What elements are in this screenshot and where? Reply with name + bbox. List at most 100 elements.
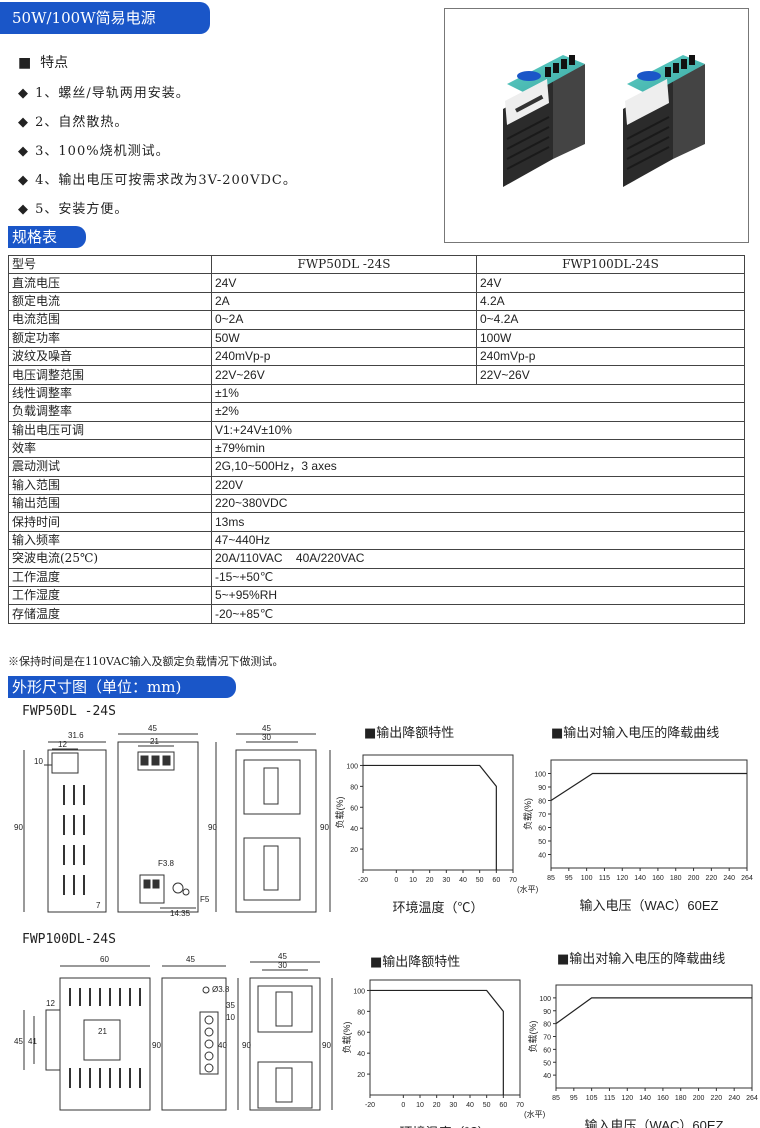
dim-label: 12 [58,740,67,749]
plot-frame [362,754,514,871]
x-tick-label: 20 [433,1102,441,1109]
x-tick-label: 0 [394,877,398,884]
y-tick-label: 90 [543,1009,551,1016]
x-tick-label: 120 [621,1095,633,1102]
feature-item: ◆ 4、输出电压可按需求改为3V-200VDC。 [18,173,297,188]
x-tick-label: 85 [552,1095,560,1102]
x-axis-note: (水平) [524,1109,546,1119]
x-tick-label: 70 [509,877,517,884]
x-tick-label: 180 [670,875,682,882]
dim-label: 90 [152,1041,161,1050]
x-tick-label: 220 [711,1095,723,1102]
diamond-icon: ◆ [18,173,29,188]
y-tick-label: 90 [538,785,546,792]
table-row: 负载调整率±2% [8,402,745,422]
x-axis-label: 环境温度（℃） [392,900,483,915]
model-label: FWP100DL-24S [22,932,116,947]
table-row: 存储温度-20~+85℃ [8,604,745,624]
dim-label: 7 [96,901,101,910]
chart-title: ■输出降额特性 [364,726,455,741]
y-tick-label: 80 [350,784,358,791]
y-tick-label: 70 [538,812,546,819]
diamond-icon: ◆ [18,86,29,101]
dim-label: 35 [226,1001,235,1010]
dim-label: 12 [46,999,55,1008]
dim-label: 45 [14,1037,23,1046]
y-tick-label: 60 [543,1047,551,1054]
y-axis-label: 负载(%) [522,798,533,830]
x-tick-label: 180 [675,1095,687,1102]
x-tick-label: 20 [426,877,434,884]
y-tick-label: 100 [534,772,546,779]
x-tick-label: 105 [586,1095,598,1102]
x-tick-label: 264 [746,1095,758,1102]
dim-label: 10 [226,1013,235,1022]
dim-label: 41 [28,1037,37,1046]
model-label: FWP50DL -24S [22,704,116,719]
table-row: 效率±79%min [8,438,745,459]
dimension-heading: 外形尺寸图（单位：mm) [8,676,236,698]
x-tick-label: -20 [358,877,368,884]
plot-frame [555,984,753,1089]
dim-label: 60 [100,955,109,964]
power-supply-unit [503,55,585,187]
dim-label: 21 [98,1027,107,1036]
y-tick-label: 40 [350,826,358,833]
dim-label: 30 [278,961,287,970]
y-axis-label: 负载(%) [334,797,345,829]
x-tick-label: 60 [499,1102,507,1109]
y-tick-label: 60 [357,1030,365,1037]
product-photo [444,8,749,243]
y-tick-label: 100 [346,763,358,770]
x-tick-label: 115 [599,875,610,882]
dim-label: 21 [150,737,159,746]
y-tick-label: 40 [538,853,546,860]
y-tick-label: 80 [538,799,546,806]
x-tick-label: 40 [466,1102,474,1109]
dim-label: 90 [14,823,23,832]
x-tick-label: 0 [401,1102,405,1109]
x-tick-label: -20 [365,1102,375,1109]
diamond-icon: ◆ [18,144,29,159]
x-tick-label: 140 [639,1095,651,1102]
dim-label: 45 [186,955,195,964]
x-tick-label: 10 [409,877,417,884]
table-header-row: 型号 FWP50DL -24S FWP100DL-24S [8,254,745,275]
dimension-drawing-100w: 60 12 21 45 41 45 90 Ø3.8 35 10 40 45 30… [14,952,333,1111]
dim-label: 14.35 [170,909,191,918]
x-tick-label: 200 [688,875,700,882]
x-tick-label: 100 [581,875,593,882]
x-tick-label: 50 [483,1102,491,1109]
y-axis-label: 负载(%) [527,1021,538,1053]
table-row: 突波电流(25℃)20A/110VAC 40A/220VAC [8,549,745,569]
x-tick-label: 160 [652,875,664,882]
x-tick-label: 115 [604,1095,615,1102]
y-tick-label: 50 [543,1060,551,1067]
diamond-icon: ◆ [18,115,29,130]
y-tick-label: 70 [543,1035,551,1042]
x-axis-label: 输入电压（WAC）60EZ [580,898,719,913]
y-tick-label: 60 [538,826,546,833]
product-illustration [503,55,705,187]
x-tick-label: 85 [547,875,555,882]
dim-label: 45 [278,952,287,961]
x-tick-label: 200 [693,1095,705,1102]
series-line [370,989,504,1095]
power-supply-unit [623,55,705,187]
diamond-icon: ◆ [18,202,29,217]
derating-chart-temp-100w: -2001020304050607020406080100负载(%)环境温度（℃… [341,979,546,1128]
dim-label: 40 [218,1041,227,1050]
